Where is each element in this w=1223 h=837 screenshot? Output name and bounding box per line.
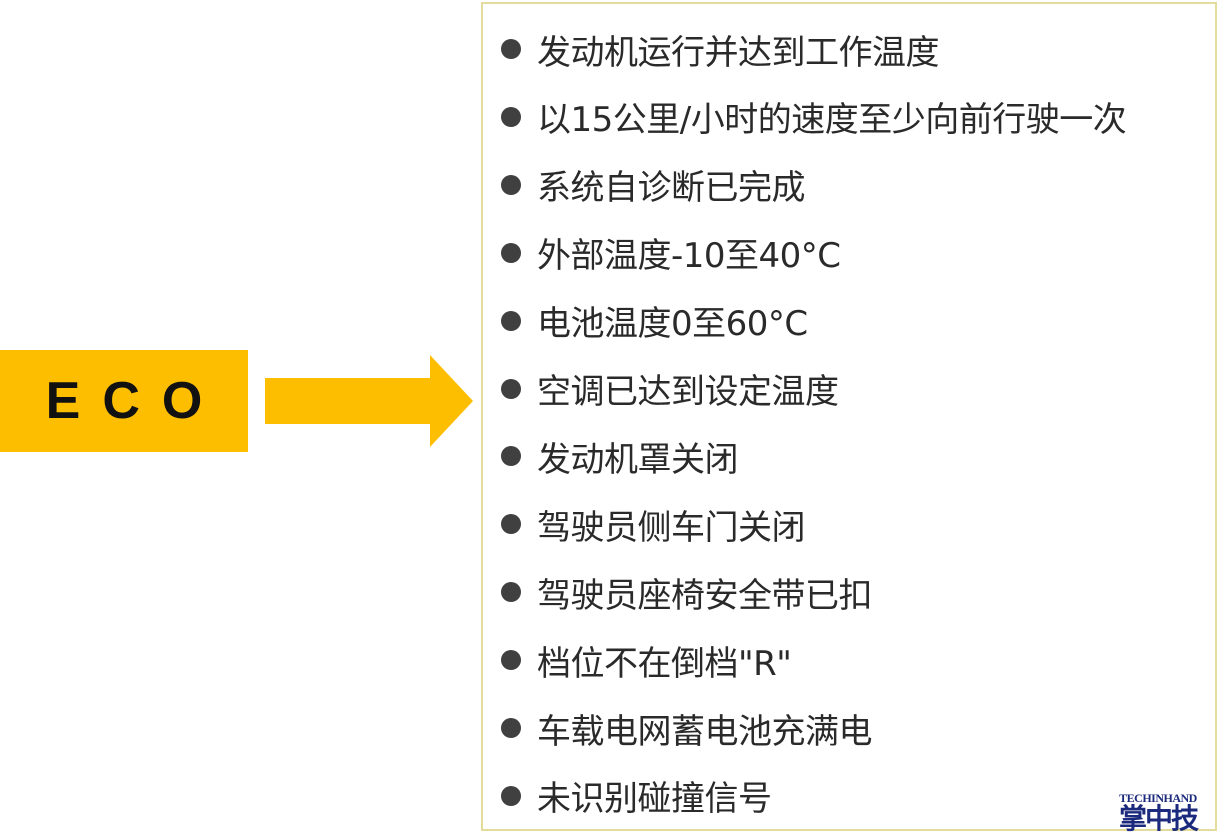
- techinhand-logo: TECHINHAND 掌中技: [1106, 792, 1210, 834]
- condition-text: 驾驶员侧车门关闭: [537, 507, 806, 548]
- condition-text: 空调已达到设定温度: [537, 372, 839, 412]
- condition-item: 未识别碰撞信号: [501, 776, 772, 819]
- bullet-icon: [501, 718, 521, 738]
- bullet-icon: [501, 106, 521, 127]
- bullet-icon: [501, 39, 521, 59]
- condition-item: 外部温度-10至40°C: [501, 233, 841, 276]
- condition-item: 驾驶员座椅安全带已扣: [501, 572, 873, 616]
- bullet-icon: [501, 310, 521, 331]
- condition-text: 以15公里/小时的速度至少向前行驶一次: [537, 100, 1127, 141]
- condition-item: 发动机罩关闭: [501, 436, 739, 480]
- condition-item: 档位不在倒档"R": [501, 640, 792, 684]
- condition-item: 电池温度0至60°C: [501, 301, 808, 344]
- logo-text-cn: 掌中技: [1118, 802, 1199, 835]
- condition-text: 档位不在倒档"R": [537, 643, 792, 684]
- bullet-icon: [501, 446, 521, 467]
- condition-text: 外部温度-10至40°C: [537, 236, 841, 277]
- condition-text: 驾驶员座椅安全带已扣: [537, 575, 873, 616]
- condition-text: 电池温度0至60°C: [537, 304, 808, 345]
- condition-item: 空调已达到设定温度: [501, 369, 839, 412]
- bullet-icon: [501, 174, 521, 195]
- condition-item: 系统自诊断已完成: [501, 165, 806, 208]
- condition-item: 车载电网蓄电池充满电: [501, 708, 873, 752]
- eco-label: ECO: [45, 372, 225, 430]
- condition-item: 以15公里/小时的速度至少向前行驶一次: [501, 97, 1127, 140]
- condition-text: 车载电网蓄电池充满电: [537, 711, 873, 752]
- eco-mode-box: ECO: [0, 350, 248, 452]
- conditions-list: 发动机运行并达到工作温度以15公里/小时的速度至少向前行驶一次系统自诊断已完成外…: [481, 2, 1217, 831]
- bullet-icon: [501, 242, 521, 263]
- logo-text-en: TECHINHAND: [1119, 791, 1197, 805]
- condition-item: 发动机运行并达到工作温度: [501, 29, 940, 73]
- bullet-icon: [501, 514, 521, 535]
- condition-text: 系统自诊断已完成: [537, 168, 806, 209]
- bullet-icon: [501, 378, 521, 399]
- condition-item: 驾驶员侧车门关闭: [501, 504, 806, 548]
- bullet-icon: [501, 785, 521, 806]
- condition-text: 发动机运行并达到工作温度: [537, 32, 940, 73]
- bullet-icon: [501, 582, 521, 603]
- bullet-icon: [501, 650, 521, 671]
- condition-text: 未识别碰撞信号: [537, 779, 772, 820]
- condition-text: 发动机罩关闭: [537, 439, 739, 480]
- arrow-right-icon: [265, 355, 473, 447]
